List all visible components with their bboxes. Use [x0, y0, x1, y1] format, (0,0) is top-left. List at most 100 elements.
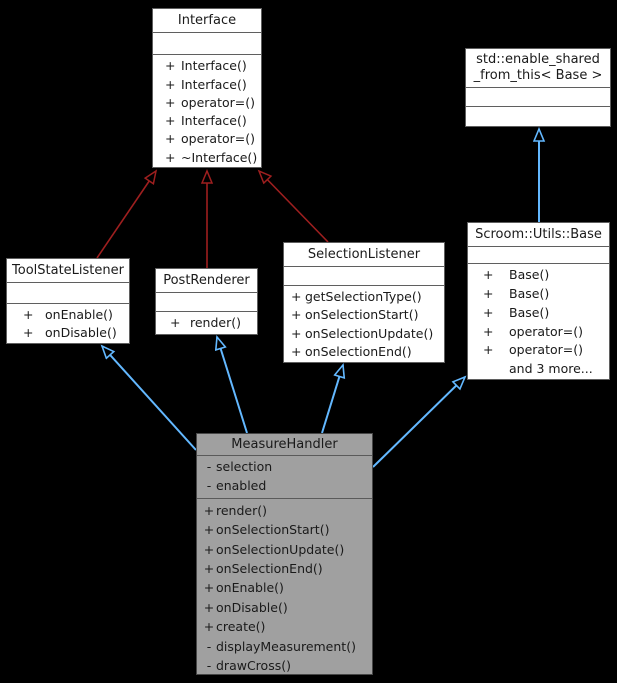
- member-name: operator=(): [181, 94, 255, 110]
- member-name: Interface(): [181, 76, 247, 92]
- class-box-postrenderer[interactable]: PostRenderer +render(): [155, 268, 258, 335]
- member-name: operator=(): [181, 131, 255, 147]
- member-name: onSelectionEnd(): [305, 344, 412, 360]
- class-box-interface[interactable]: Interface + Interface() + Interface() + ope…: [152, 8, 262, 168]
- visibility-sign: -: [206, 478, 212, 494]
- visibility-sign: -: [206, 459, 212, 474]
- member-name: Interface(): [181, 113, 247, 129]
- class-box-measurehandler[interactable]: MeasureHandler -selection -enabled +rend…: [196, 433, 373, 675]
- visibility-sign: +: [203, 541, 215, 557]
- member-name: onDisable(): [216, 599, 288, 615]
- class-title-line-2: _from_this< Base >: [473, 68, 603, 83]
- class-title[interactable]: Interface: [153, 9, 261, 33]
- methods-compartment: + onEnable() +onDisable(): [7, 304, 129, 343]
- class-box-scroom-utils-base[interactable]: Scroom::Utils::Base +Base() +Base() +Bas…: [467, 222, 610, 380]
- visibility-sign: +: [291, 307, 302, 323]
- visibility-sign: +: [170, 315, 181, 330]
- attribute-name: enabled: [216, 478, 267, 494]
- member-row: + onEnable(): [7, 306, 129, 325]
- class-title[interactable]: MeasureHandler: [197, 434, 372, 456]
- class-title[interactable]: PostRenderer: [156, 269, 257, 293]
- visibility-sign: +: [203, 502, 215, 518]
- visibility-sign: +: [165, 94, 176, 110]
- methods-compartment: +render() +onSelectionStart() +onSelecti…: [197, 499, 372, 676]
- member-name: operator=(): [509, 342, 583, 358]
- member-row: +render(): [156, 314, 257, 333]
- member-row: + operator=(): [468, 323, 609, 342]
- member-name: Base(): [509, 286, 550, 302]
- member-row: + Base(): [468, 304, 609, 323]
- edge-toolstatelistener-to-interface: [96, 171, 156, 259]
- member-name: render(): [216, 502, 267, 518]
- member-name: operator=(): [509, 323, 583, 339]
- member-name: onSelectionEnd(): [216, 561, 323, 577]
- member-row: + Interface(): [153, 76, 261, 94]
- member-row: +onSelectionStart(): [197, 520, 372, 539]
- member-name: onSelectionStart(): [305, 307, 419, 323]
- member-name: Base(): [509, 267, 550, 283]
- member-row: +create(): [197, 617, 372, 636]
- class-title[interactable]: std::enable_shared _from_this< Base >: [466, 49, 610, 88]
- empty-compartment: [466, 107, 610, 126]
- member-name: create(): [216, 619, 266, 635]
- member-row-more: and 3 more...: [468, 360, 609, 379]
- empty-compartment: [156, 293, 257, 312]
- member-row: + operator=(): [153, 94, 261, 112]
- visibility-sign: +: [291, 325, 302, 341]
- class-box-selectionlistener[interactable]: SelectionListener +getSelectionType() +o…: [283, 242, 445, 363]
- edge-measurehandler-to-base: [372, 377, 465, 468]
- member-row: +getSelectionType(): [284, 288, 444, 307]
- edge-selectionlistener-to-interface: [259, 171, 329, 243]
- attribute-row: -selection: [197, 457, 372, 476]
- member-name: displayMeasurement(): [216, 638, 356, 654]
- visibility-sign: -: [206, 638, 212, 654]
- attribute-row: -enabled: [197, 476, 372, 495]
- visibility-sign: +: [483, 267, 494, 283]
- visibility-sign: +: [483, 286, 494, 302]
- empty-compartment: [466, 88, 610, 107]
- methods-compartment: +getSelectionType() +onSelectionStart() …: [284, 286, 444, 362]
- member-row: +onDisable(): [197, 598, 372, 617]
- member-name: onSelectionUpdate(): [216, 541, 345, 557]
- visibility-sign: +: [291, 288, 302, 304]
- member-row: + Base(): [468, 285, 609, 304]
- visibility-sign: +: [165, 76, 176, 92]
- visibility-sign: +: [483, 323, 494, 339]
- class-title[interactable]: ToolStateListener: [7, 259, 129, 283]
- methods-compartment: + Base() + Base() + Base() + operator=() + op…: [468, 264, 609, 379]
- empty-compartment: [7, 283, 129, 304]
- class-title-line-1: std::enable_shared: [476, 52, 600, 67]
- empty-compartment: [468, 247, 609, 265]
- class-box-toolstatelistener[interactable]: ToolStateListener + onEnable() +onDisable…: [6, 258, 130, 344]
- member-row: +onSelectionEnd(): [284, 343, 444, 362]
- member-row: +onDisable(): [7, 324, 129, 343]
- class-box-enable-shared-from-this[interactable]: std::enable_shared _from_this< Base >: [465, 48, 611, 127]
- class-title[interactable]: Scroom::Utils::Base: [468, 223, 609, 247]
- visibility-sign: +: [483, 304, 494, 320]
- member-row: +operator=(): [468, 341, 609, 360]
- member-name: ~Interface(): [181, 149, 258, 165]
- visibility-sign: +: [165, 58, 176, 74]
- class-title[interactable]: SelectionListener: [284, 243, 444, 267]
- member-row: -displayMeasurement(): [197, 637, 372, 656]
- member-name: getSelectionType(): [305, 288, 422, 304]
- member-row: +render(): [197, 501, 372, 520]
- visibility-sign: -: [206, 658, 212, 674]
- member-name: onEnable(): [45, 306, 113, 322]
- member-row: +onSelectionUpdate(): [197, 540, 372, 559]
- member-name: Base(): [509, 304, 550, 320]
- member-row: -drawCross(): [197, 656, 372, 675]
- member-row: +Interface(): [153, 112, 261, 130]
- edge-measurehandler-to-selectionlistener: [321, 365, 343, 434]
- visibility-sign: +: [203, 599, 215, 615]
- member-name: Interface(): [181, 58, 247, 74]
- visibility-sign: +: [203, 580, 215, 596]
- member-name: onSelectionUpdate(): [305, 325, 434, 341]
- visibility-sign: +: [23, 306, 34, 322]
- edge-measurehandler-to-toolstatelistener: [102, 346, 197, 451]
- member-row: +~Interface(): [153, 149, 261, 167]
- empty-compartment: [284, 267, 444, 286]
- member-name: and 3 more...: [509, 361, 593, 377]
